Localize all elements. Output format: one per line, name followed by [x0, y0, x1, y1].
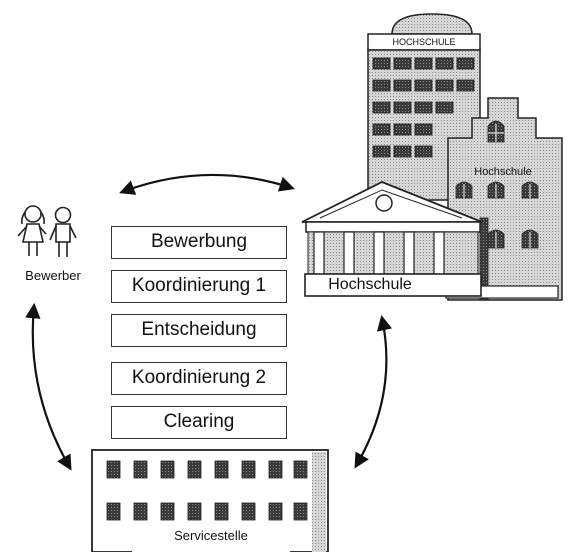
- applicants-icon: [17, 205, 77, 257]
- arrow-university-service: [354, 314, 393, 469]
- service-center-label: Servicestelle: [174, 528, 248, 543]
- university-wing-sign: Hochschule: [474, 166, 532, 178]
- step-koordinierung-2: Koordinierung 2: [111, 362, 287, 395]
- step-clearing: Clearing: [111, 406, 287, 439]
- arrow-applicant-university: [119, 173, 295, 195]
- arrow-applicant-service: [25, 302, 72, 471]
- university-tower-sign: HOCHSCHULE: [392, 37, 456, 47]
- service-center-building-icon: [91, 449, 329, 552]
- step-koordinierung-1: Koordinierung 1: [111, 270, 287, 303]
- university-front-icon: [301, 181, 483, 297]
- step-bewerbung: Bewerbung: [111, 226, 287, 259]
- applicant-label: Bewerber: [25, 268, 81, 283]
- step-entscheidung: Entscheidung: [111, 314, 287, 347]
- university-front-sign: Hochschule: [328, 276, 412, 293]
